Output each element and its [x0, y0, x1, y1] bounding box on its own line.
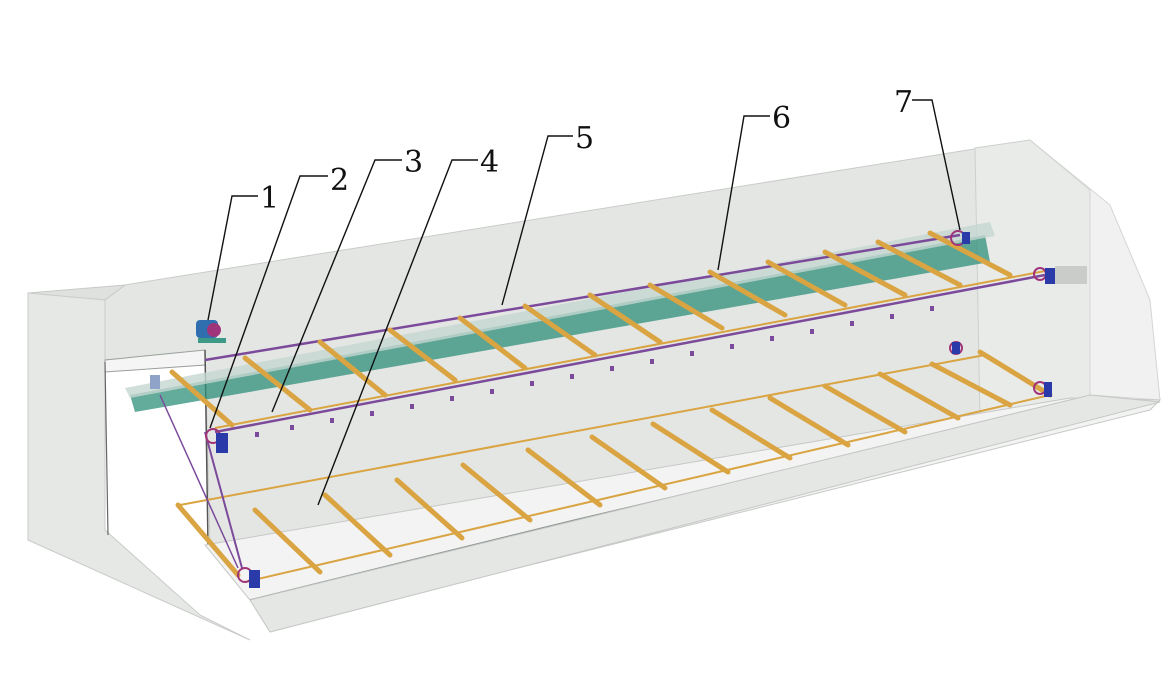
sprocket-top-right — [950, 230, 970, 246]
tank-left-side — [27, 292, 251, 641]
leader-3 — [271, 159, 402, 413]
callout-7: 7 — [894, 85, 913, 120]
sprockets — [150, 230, 1087, 588]
lower-conveyor — [159, 349, 1053, 583]
lower-flight — [767, 395, 851, 448]
sprocket-lower-right — [1033, 381, 1052, 397]
lower-flight — [394, 477, 465, 541]
leader-7 — [912, 99, 961, 231]
upper-flight — [707, 269, 788, 318]
sprocket-lower-left — [237, 567, 260, 588]
leader-1 — [207, 195, 258, 321]
drive-chain-left — [204, 431, 243, 569]
lower-flight — [977, 349, 1053, 398]
lower-flight — [322, 492, 393, 558]
upper-flight — [317, 339, 388, 398]
upper-flight — [587, 292, 663, 345]
upper-flight — [242, 355, 313, 413]
lower-flight — [650, 421, 731, 475]
leader-2 — [209, 175, 328, 429]
callout-2: 2 — [330, 163, 349, 198]
upper-conveyor — [169, 230, 1046, 437]
sprocket-upper-right — [1033, 266, 1087, 284]
upper-flight — [647, 282, 725, 331]
upper-flight — [822, 249, 908, 298]
leader-6 — [717, 115, 770, 271]
lower-flight — [589, 434, 668, 491]
leader-lines — [207, 99, 961, 506]
lower-rail-front — [244, 394, 1051, 583]
lower-flight — [877, 371, 961, 421]
callout-numbers: 1 2 3 4 5 6 7 — [260, 85, 913, 216]
tank-body — [27, 139, 1162, 641]
upper-flight — [875, 239, 963, 288]
upper-chain-links — [255, 306, 934, 437]
drive-chain-left-2 — [159, 394, 239, 569]
callout-3: 3 — [404, 145, 423, 180]
tank-bottom-outer — [249, 394, 1161, 633]
inlet-ledge-edge-2 — [104, 361, 109, 536]
sprocket-mid-right — [949, 341, 963, 355]
lower-rail-back — [179, 354, 986, 506]
upper-flight — [522, 303, 598, 358]
upper-flight — [927, 230, 1013, 278]
callout-4: 4 — [480, 145, 499, 180]
callout-6: 6 — [772, 101, 791, 136]
trough-green-band — [130, 235, 990, 412]
sprocket-upper-left — [205, 428, 228, 453]
leader-4 — [317, 159, 478, 506]
lower-flight — [460, 462, 533, 523]
lower-flight — [709, 407, 793, 461]
lower-flight — [929, 361, 1013, 408]
leader-5 — [501, 135, 573, 306]
upper-flights — [169, 230, 1013, 428]
drive-motor — [196, 320, 226, 343]
lower-flight — [175, 502, 241, 578]
callout-5: 5 — [575, 121, 594, 156]
upper-flight — [387, 327, 458, 383]
upper-chain-front — [214, 273, 1046, 434]
upper-flight — [765, 259, 848, 308]
upper-flight — [169, 369, 235, 428]
lower-flight — [525, 447, 603, 508]
upper-rail-front — [214, 270, 1046, 429]
lower-flight — [822, 383, 908, 435]
lower-flights — [175, 349, 1053, 578]
lower-flight — [252, 507, 323, 575]
bracket-upper-left — [150, 375, 160, 389]
upper-flight — [457, 315, 528, 371]
callout-1: 1 — [260, 181, 279, 216]
